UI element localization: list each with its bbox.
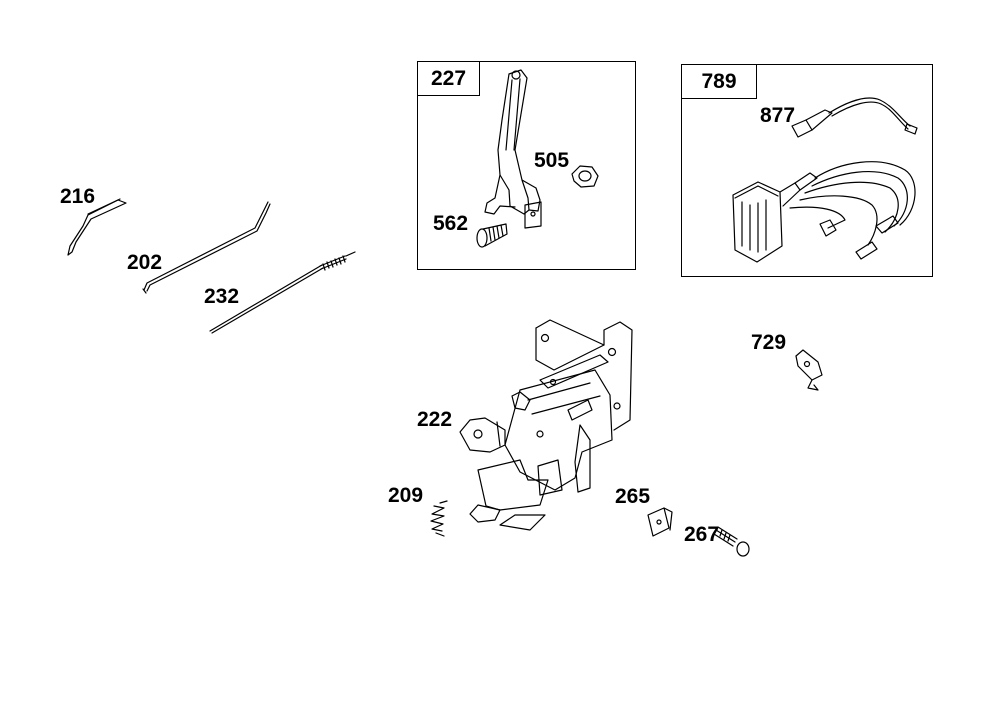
part-789-switch-assembly[interactable] <box>732 161 916 263</box>
callout-222[interactable]: 222 <box>417 408 453 431</box>
part-505-hex-nut[interactable] <box>571 165 599 188</box>
kit-227-box: 227 <box>417 61 636 270</box>
callout-562[interactable]: 562 <box>433 212 469 235</box>
part-265-clip[interactable] <box>647 507 673 537</box>
part-227-throttle-lever[interactable] <box>484 69 542 229</box>
callout-265[interactable]: 265 <box>615 485 651 508</box>
callout-877[interactable]: 877 <box>760 104 796 127</box>
callout-209[interactable]: 209 <box>388 484 424 507</box>
callout-232[interactable]: 232 <box>204 285 240 308</box>
callout-202[interactable]: 202 <box>127 251 163 274</box>
kit-227-tag[interactable]: 227 <box>418 62 480 96</box>
callout-505[interactable]: 505 <box>534 149 570 172</box>
part-877-wire-harness[interactable] <box>791 97 918 138</box>
kit-789-tag[interactable]: 789 <box>682 65 757 99</box>
callout-729[interactable]: 729 <box>751 331 787 354</box>
part-209-spring[interactable] <box>430 500 448 537</box>
part-232-spring-rod[interactable] <box>209 251 356 334</box>
part-216-link-rod[interactable] <box>67 198 127 256</box>
part-562-screw[interactable] <box>476 223 508 248</box>
callout-267[interactable]: 267 <box>684 523 720 546</box>
part-202-governor-rod[interactable] <box>142 201 271 294</box>
part-222-control-bracket[interactable] <box>459 319 633 531</box>
part-729-clip[interactable] <box>795 349 823 391</box>
callout-216[interactable]: 216 <box>60 185 96 208</box>
kit-789-box: 789 <box>681 64 933 277</box>
part-267-screw[interactable] <box>713 526 750 557</box>
